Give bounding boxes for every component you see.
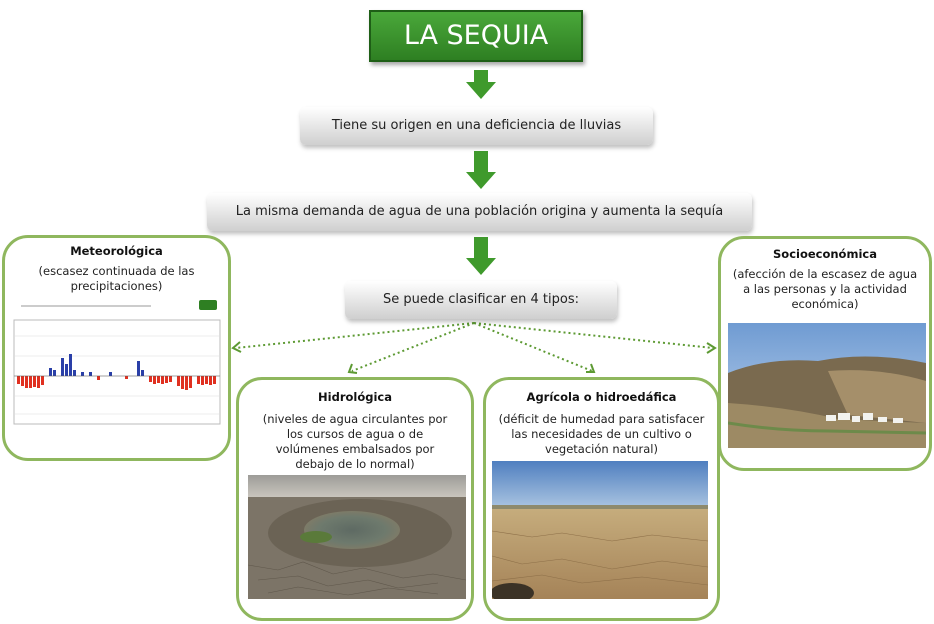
demand-box: La misma demanda de agua de una població… [207,193,752,231]
card-description: (afección de la escasez de agua a las pe… [731,267,919,312]
card-agricola: Agrícola o hidroedáfica (déficit de hume… [483,377,720,621]
card-title: Meteorológica [5,244,228,258]
dry-field-photo [492,461,708,599]
card-title: Socioeconómica [721,247,929,261]
arrow-down-icon [466,151,496,189]
origin-box: Tiene su origen en una deficiencia de ll… [300,107,653,145]
card-hidrologica: Hidrológica (niveles de agua circulantes… [236,377,474,621]
card-description: (niveles de agua circulantes por los cur… [255,412,455,472]
connector-agri [474,323,592,371]
dry-pond-photo [248,475,466,599]
arrow-down-icon [466,70,496,99]
demand-text: La misma demanda de agua de una població… [236,204,723,219]
card-title: Agrícola o hidroedáfica [486,390,717,404]
precipitation-index-chart-image [11,298,223,430]
connector-meteo [236,323,474,348]
classify-box: Se puede clasificar en 4 tipos: [345,281,617,319]
card-title: Hidrológica [239,390,471,404]
arrow-down-icon [466,237,496,275]
connector-socio [474,323,713,348]
village-hills-photo [728,323,926,448]
card-meteorologica: Meteorológica (escasez continuada de las… [2,235,231,461]
classify-text: Se puede clasificar en 4 tipos: [383,292,579,307]
card-description: (escasez continuada de las precipitacion… [35,264,198,294]
origin-text: Tiene su origen en una deficiencia de ll… [332,118,621,133]
card-description: (déficit de humedad para satisfacer las … [496,412,707,457]
card-socioeconomica: Socioeconómica (afección de la escasez d… [718,236,932,471]
